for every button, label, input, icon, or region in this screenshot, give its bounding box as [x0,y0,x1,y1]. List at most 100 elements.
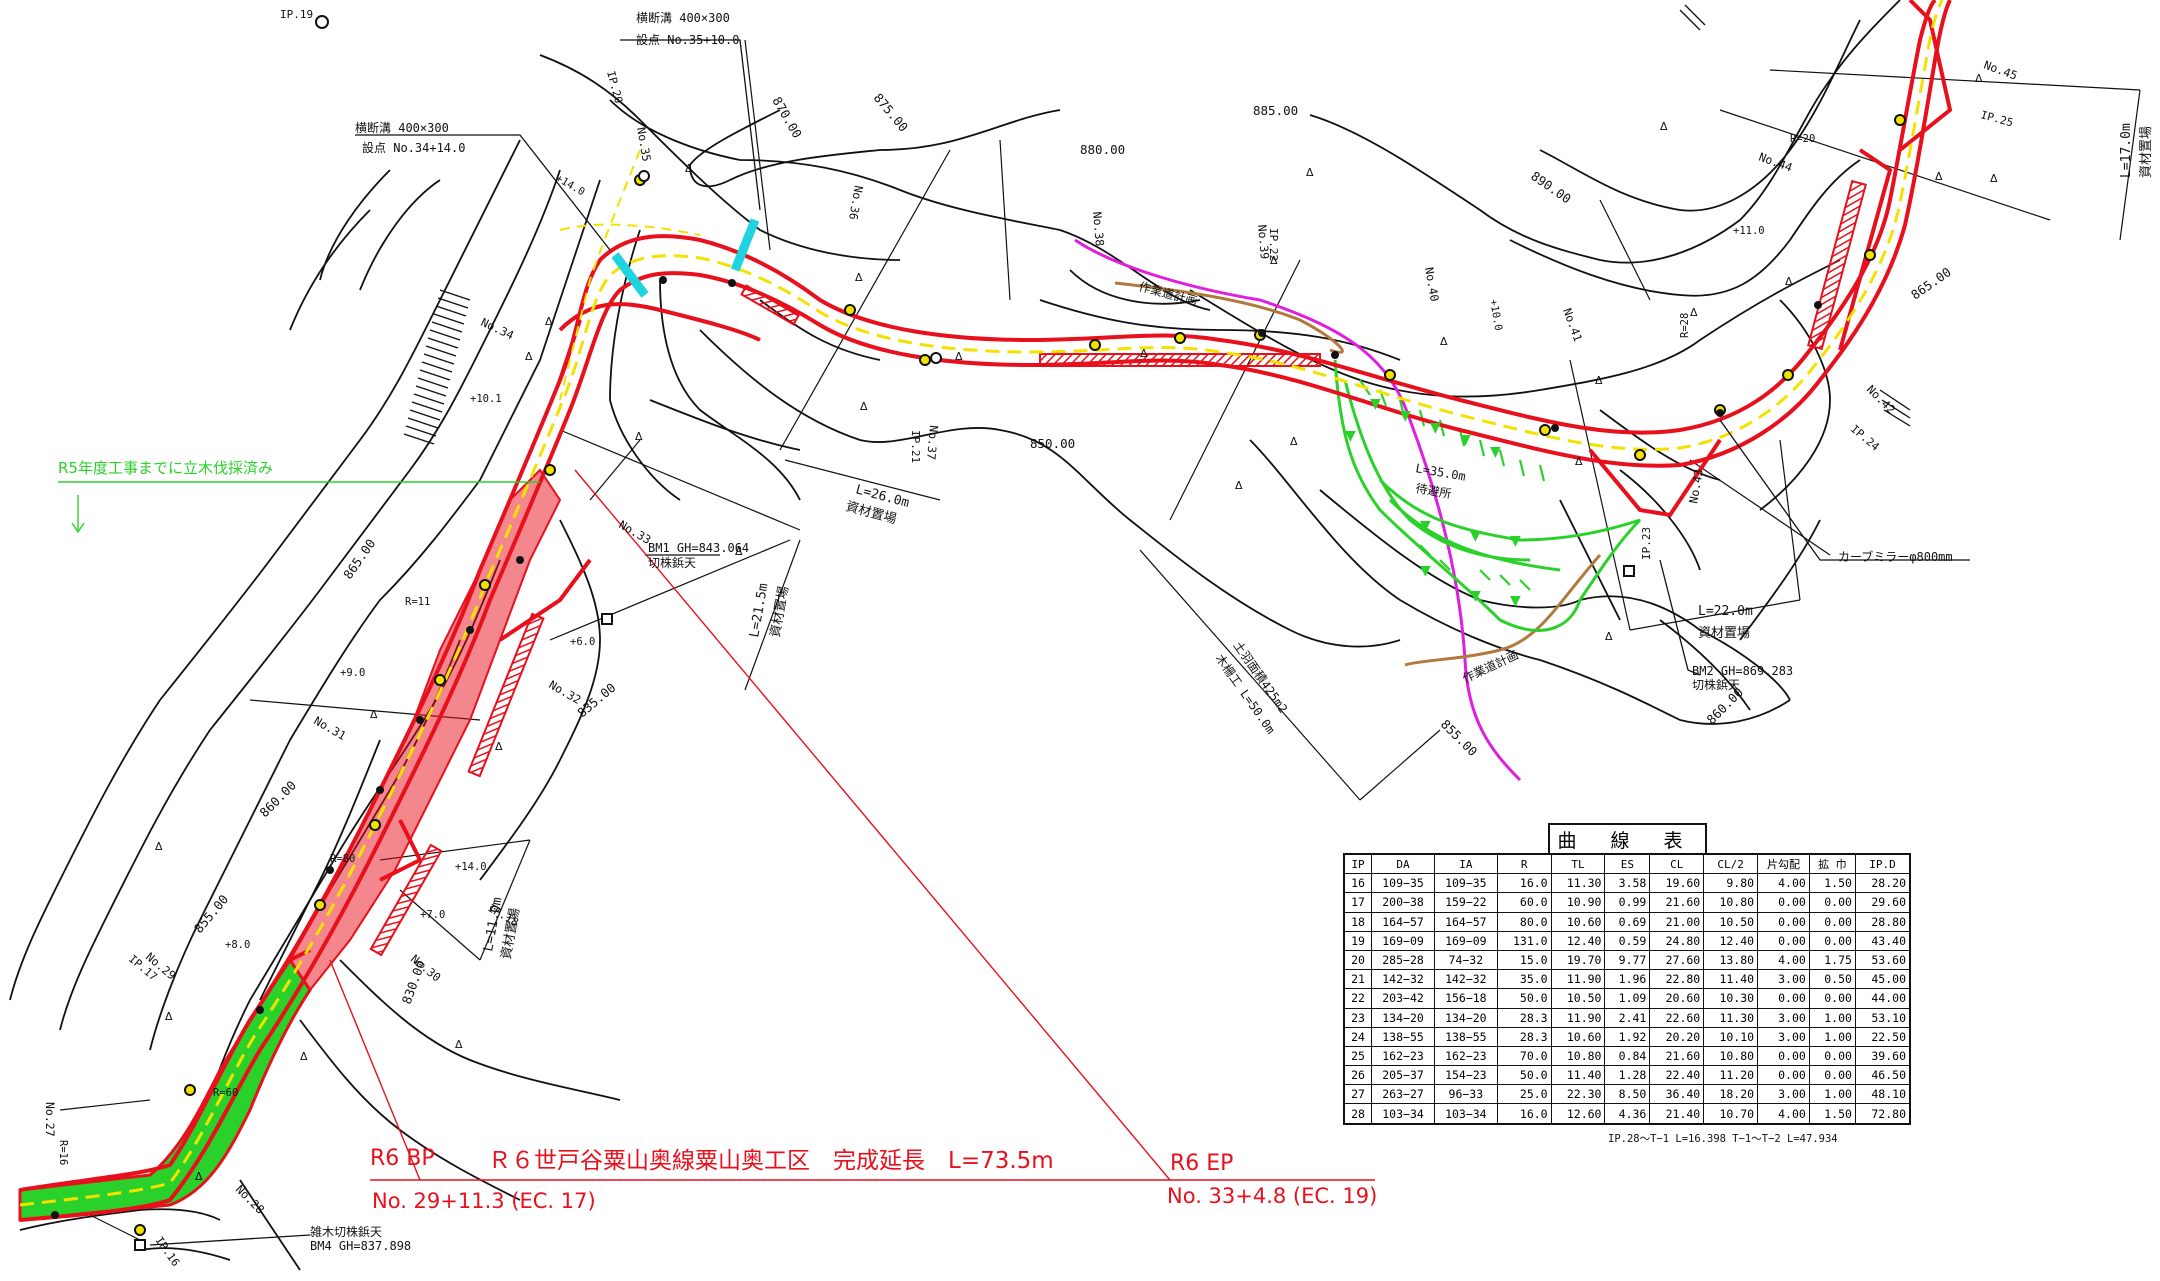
storage-hatch-3 [467,612,545,778]
svg-text:▼: ▼ [1470,528,1481,544]
curve-table-cell: 0.00 [1757,1045,1810,1067]
red-annotation-lines [329,469,1375,1181]
svg-text:Δ: Δ [155,840,163,853]
curve-table-cell: 53.10 [1854,1007,1911,1028]
curve-table-cell: 20.60 [1649,988,1705,1009]
magenta-boundary-line [1074,238,1522,782]
radius-label: R=60 [213,1087,238,1099]
svg-text:Δ: Δ [370,708,378,721]
curve-table-cell: 0.99 [1604,892,1651,913]
svg-text:Δ: Δ [300,1050,308,1063]
ep-station: No. 33+4.8 (EC. 19) [1167,1184,1377,1208]
station-label: No.34 [479,315,516,342]
curve-table-cell: 1.28 [1604,1065,1651,1086]
curve-table-cell: 23 [1343,1007,1373,1028]
curve-table-cell: 24.80 [1649,930,1705,951]
road-centerline-branch [559,223,701,236]
curve-table-cell: 0.00 [1757,911,1810,932]
curve-table-cell: 0.59 [1604,930,1651,951]
green-annotation [58,481,540,534]
curve-table-cell: 1.50 [1808,873,1856,894]
station-label: No.28 [233,1182,267,1216]
curve-table-cell: 3.00 [1757,1084,1810,1105]
curve-table-cell: 11.20 [1703,1065,1759,1086]
ip-label: IP.23 [1640,527,1653,560]
contour-label: 860.00 [257,778,300,821]
bm2-note: 切株鋲天 [1692,677,1740,692]
svg-text:Δ: Δ [165,1010,173,1023]
svg-text:Δ: Δ [1990,172,1998,185]
waiting-label: 待避所 [1414,481,1452,501]
contour-label: 885.00 [1253,103,1298,118]
curve-table-header-cell: CL [1649,853,1705,875]
curve-table-cell: 0.69 [1604,911,1651,932]
curve-table-header-cell: 片勾配 [1757,853,1810,875]
curve-table-header-cell: CL/2 [1703,853,1759,875]
contour-label: 870.00 [769,94,805,141]
cross-drain-1-station: 設点 No.35+10.0 [636,32,739,47]
curve-table-cell: 16.0 [1496,1103,1552,1125]
svg-text:Δ: Δ [1595,374,1603,387]
curve-table-cell: 103−34 [1371,1103,1435,1125]
offset-label: +14.0 [554,172,587,198]
curve-table-cell: 74−32 [1433,949,1498,971]
curve-table-cell: 16 [1343,873,1373,894]
bm1-elevation: BM1 GH=843.064 [648,541,749,555]
ip-label: IP.21 [909,430,922,463]
ep-code: R6 EP [1170,1151,1233,1176]
ip-label: IP.20 [604,69,625,104]
svg-text:▼: ▼ [1400,408,1411,424]
curve-table-cell: 19 [1343,930,1373,951]
curve-table-cell: 45.00 [1854,969,1911,990]
svg-text:Δ: Δ [1440,335,1448,348]
curve-table-cell: 0.50 [1808,969,1856,990]
curve-table-cell: 1.75 [1808,949,1856,971]
ip-label: IP.24 [1848,422,1882,453]
contour-label: 855.00 [1438,717,1481,760]
bm1-note: 切株鋲天 [648,555,696,570]
bm-markers [134,565,1635,1251]
cross-drain-2-station: 設点 No.34+14.0 [362,140,465,155]
curve-table-cell: 22 [1343,988,1373,1009]
curve-table-cell: 0.00 [1808,1045,1856,1067]
curve-table-cell: 13.80 [1703,949,1759,971]
storage-hatch-2 [1807,179,1867,351]
curve-table-cell: 162−23 [1371,1045,1435,1067]
curve-table-cell: 0.00 [1808,1065,1856,1086]
svg-text:Δ: Δ [735,545,743,558]
centerline-points [51,276,1822,1219]
curve-table-cell: 60.0 [1496,892,1552,913]
station-label: No.39 [1255,224,1272,260]
curve-table-cell: 285−28 [1371,949,1435,971]
curve-table-cell: 10.90 [1550,892,1606,913]
curve-table-cell: 48.10 [1854,1084,1911,1105]
curve-table-cell: 17 [1343,892,1373,913]
curve-table-cell: 10.60 [1550,911,1606,932]
curve-table-header-cell: TL [1550,853,1606,875]
contour-lines [9,0,1901,1271]
svg-text:Δ: Δ [685,162,693,175]
curve-table-header-cell: 拡 巾 [1808,853,1856,875]
offset-label: +6.0 [570,636,595,648]
curve-table-cell: 131.0 [1496,930,1552,951]
curve-table-header-cell: ES [1604,853,1651,875]
ip-label: IP.19 [280,8,313,21]
curve-table-cell: 28.3 [1496,1026,1552,1047]
curve-table-cell: 0.00 [1757,1065,1810,1086]
curve-table-cell: 1.50 [1808,1103,1856,1125]
waiting-area [1333,359,1642,632]
curve-table-title: 曲 線 表 [1547,823,1707,853]
curve-table-cell: 10.30 [1703,988,1759,1009]
curve-table-cell: 169−09 [1371,930,1435,951]
station-label: No.40 [1422,266,1442,303]
curve-table-cell: 3.00 [1757,1007,1810,1028]
curve-table-cell: 18.20 [1703,1084,1759,1105]
road-centerline [19,0,1944,1207]
storage-length-5: L=17.0m [2119,123,2134,178]
offset-label: +8.0 [225,939,250,951]
